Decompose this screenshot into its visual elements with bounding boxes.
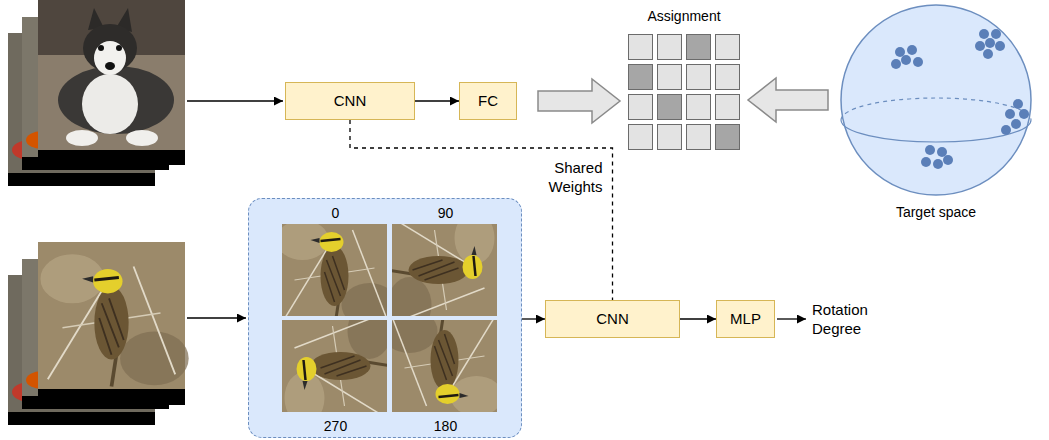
cluster-dot (895, 47, 905, 57)
cluster-dot (925, 145, 935, 155)
cluster-dot (1005, 109, 1015, 119)
photo-bar (38, 389, 185, 405)
process-box: MLP (716, 300, 775, 338)
cluster-dot (991, 29, 1001, 39)
photo-bar (38, 150, 185, 165)
matrix-cell (716, 95, 740, 120)
cluster-dot (975, 41, 985, 51)
cluster-dot (901, 55, 911, 65)
process-box: CNN (285, 82, 415, 120)
matrix-cell (687, 35, 711, 60)
photo-bar (8, 412, 155, 425)
sphere-equator-front (841, 120, 1031, 142)
image-stack (8, 0, 185, 186)
image-stack (8, 242, 189, 425)
cluster-dot (1011, 119, 1021, 129)
dog-photo (38, 0, 185, 150)
cluster-dot (913, 57, 923, 67)
matrix-cell (629, 65, 653, 90)
angle-label: 180 (434, 418, 457, 434)
matrix-cell (658, 95, 682, 120)
matrix-cell (687, 95, 711, 120)
process-box: FC (459, 82, 517, 120)
matrix-cell (687, 65, 711, 90)
flow-arrow (522, 318, 545, 319)
panel-ground (248, 198, 522, 438)
shape-heading: Target space (896, 203, 976, 221)
matrix-cell (716, 65, 740, 90)
angle-label: 0 (332, 205, 340, 221)
box-label: CNN (334, 92, 367, 110)
rotated-image (282, 224, 387, 316)
rotation-panel: 0 90 270 180 (248, 198, 522, 438)
matrix-cell (658, 65, 682, 90)
cluster-dot (937, 147, 947, 157)
output-label: Rotation Degree (812, 300, 892, 338)
matrix-cell (658, 125, 682, 150)
shape-heading: Assignment (647, 7, 720, 25)
photo-bar (8, 173, 155, 186)
cluster-dot (1019, 109, 1029, 119)
matrix-cell (716, 35, 740, 60)
box-label: FC (478, 92, 498, 110)
flow-arrow (415, 100, 459, 101)
process-box: CNN (545, 300, 680, 338)
matrix-cell (687, 125, 711, 150)
cluster-dot (921, 157, 931, 167)
matrix-cell (658, 35, 682, 60)
sphere-ground (841, 5, 1031, 195)
input-arrow (187, 100, 283, 101)
cluster-dot (891, 59, 901, 69)
matrix-cell (629, 95, 653, 120)
rotated-image (282, 320, 387, 412)
matrix-cell (629, 35, 653, 60)
block-arrow (538, 79, 620, 123)
cluster-dot (985, 38, 995, 48)
matrix-grid (628, 34, 740, 150)
box-label: MLP (730, 310, 761, 328)
cluster-dot (979, 29, 989, 39)
box-label: CNN (596, 310, 629, 328)
cluster-dot (1013, 99, 1023, 109)
target-sphere: Target space (840, 4, 1032, 196)
angle-label: 270 (324, 418, 347, 434)
bird-photo (38, 242, 189, 389)
sphere-equator-back (841, 98, 1031, 120)
cluster-dots (891, 29, 1029, 169)
cluster-dot (933, 159, 943, 169)
sphere-outline (841, 5, 1031, 195)
rotated-image (392, 320, 497, 412)
angle-label: 90 (438, 205, 454, 221)
cluster-dot (907, 45, 917, 55)
cluster-dot (983, 49, 993, 59)
sphere-outline (840, 4, 1032, 196)
matrix-cell (629, 125, 653, 150)
cluster-dot (943, 155, 953, 165)
cluster-dot (995, 41, 1005, 51)
shared-weights-link (350, 120, 613, 300)
cluster-dot (1001, 125, 1011, 135)
output-arrow (777, 318, 806, 319)
flow-arrow (680, 318, 716, 319)
edge-label: Shared Weights (531, 158, 603, 196)
assignment-matrix: Assignment (628, 34, 740, 150)
matrix-cell (716, 125, 740, 150)
rotated-image (392, 224, 497, 316)
input-arrow (187, 317, 246, 318)
block-arrow (748, 78, 828, 122)
